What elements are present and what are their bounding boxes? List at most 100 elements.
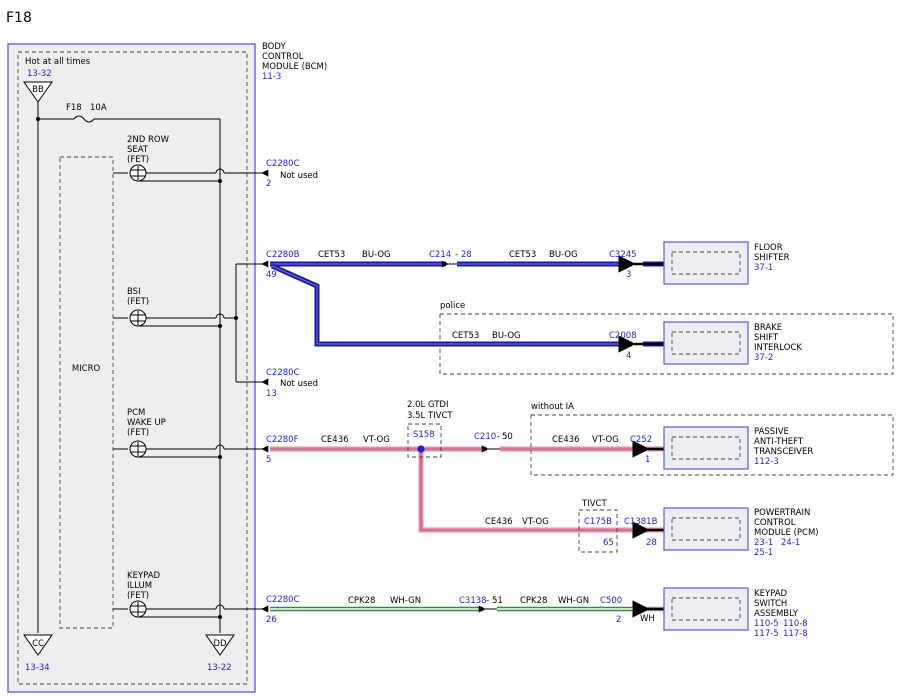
brake-shift-line1: BRAKE <box>754 323 782 333</box>
pcm-ref-3: 25-1 <box>754 548 773 558</box>
brake-shift-line2: SHIFT <box>754 333 779 343</box>
c2280c-b-note: Not used <box>280 379 318 389</box>
cet53-circuit-3: CET53 <box>452 331 479 341</box>
pats-line3: TRANSCEIVER <box>753 447 813 457</box>
bcm-name-line1: BODY <box>262 42 286 52</box>
fuse-name: F18 <box>66 103 82 113</box>
micro-label: MICRO <box>72 364 101 374</box>
ce436-color-2: VT-OG <box>592 435 619 445</box>
c252-pin: 1 <box>645 455 650 465</box>
fet-bsi-line2: (FET) <box>127 297 149 307</box>
c210-name: C210 <box>474 432 496 442</box>
c2008-name: C2008 <box>609 331 637 341</box>
bus-cc-ref: 13-34 <box>25 663 50 673</box>
fet-keypad-line2: ILLUM <box>127 581 152 591</box>
c2280c-a-pin: 2 <box>266 179 271 189</box>
fet-2nd-row-seat: 2ND ROW SEAT (FET) <box>113 135 269 183</box>
c2280c-b-pin: 13 <box>266 389 277 399</box>
circuit-ce436: 2.0L GTDI 3.5L TIVCT S158 CE436 VT-OG C2… <box>270 400 894 553</box>
keypad-line1: KEYPAD <box>754 589 788 599</box>
fet-pcm-line1: PCM <box>127 408 145 418</box>
keypad-ref-2: 110-8 <box>783 619 808 629</box>
module-keypad-switch: KEYPAD SWITCH ASSEMBLY 110-5 110-8 117-5… <box>663 587 808 639</box>
s158-name: S158 <box>413 430 435 440</box>
fet-keypad-line3: (FET) <box>127 591 149 601</box>
c2280c-c-pin: 26 <box>266 615 277 625</box>
cpk28-color-2: WH-GN <box>558 596 589 606</box>
hot-label: Hot at all times <box>25 57 91 67</box>
c214-pin: 28 <box>461 250 472 260</box>
c1381b-name: C1381B <box>624 517 658 527</box>
c3138-sep: - <box>486 596 489 606</box>
module-pats: PASSIVE ANTI-THEFT TRANSCEIVER 112-3 <box>663 426 813 470</box>
c214-sep: - <box>455 250 458 260</box>
brake-shift-ref: 37-2 <box>754 353 773 363</box>
c210-sep: - <box>497 432 500 442</box>
cet53-color-1: BU-OG <box>362 250 391 260</box>
ce436-circuit-3: CE436 <box>485 517 513 527</box>
keypad-line3: ASSEMBLY <box>754 609 799 619</box>
circuit-cet53-floor-shifter: CET53 BU-OG CET53 BU-OG C214 - 28 C3245 … <box>270 250 664 280</box>
pcm-line1: POWERTRAIN <box>754 508 810 518</box>
fet-pcm-wake-up: PCM WAKE UP (FET) <box>113 408 269 459</box>
cpk28-color-1: WH-GN <box>390 596 421 606</box>
floor-shifter-line2: SHIFTER <box>754 253 790 263</box>
bus-cc-label: CC <box>32 639 44 649</box>
c2008-pin: 4 <box>626 351 631 361</box>
keypad-ref-4: 117-8 <box>783 629 808 639</box>
s158-note-line1: 2.0L GTDI <box>407 400 448 410</box>
fet-2nd-row-line3: (FET) <box>127 155 149 165</box>
tivct-condition: TIVCT <box>581 499 607 509</box>
ce436-color-1: VT-OG <box>363 435 390 445</box>
keypad-line2: SWITCH <box>754 599 787 609</box>
module-floor-shifter: FLOOR SHIFTER 37-1 <box>663 241 790 285</box>
c500-name: C500 <box>600 596 622 606</box>
c175b-pin: 65 <box>603 538 614 548</box>
bus-bb-label: BB <box>32 85 44 95</box>
cpk28-circuit-1: CPK28 <box>348 596 375 606</box>
cet53-color-3: BU-OG <box>492 331 521 341</box>
c500-pin: 2 <box>616 615 621 625</box>
c2280c-c-name: C2280C <box>266 595 300 605</box>
c210-pin: 50 <box>502 432 513 442</box>
c3138-name: C3138 <box>459 596 487 606</box>
pcm-ref-2: 24-1 <box>781 538 800 548</box>
fet-pcm-line2: WAKE UP <box>127 418 166 428</box>
wh-color: WH <box>640 614 655 624</box>
circuit-cpk28: CPK28 WH-GN C3138 - 51 CPK28 WH-GN C500 … <box>270 596 664 625</box>
c2280b-pin: 49 <box>266 270 277 280</box>
fuse-rating: 10A <box>90 103 107 113</box>
ce436-circuit-1: CE436 <box>321 435 349 445</box>
keypad-ref-1: 110-5 <box>754 619 779 629</box>
c2280f-name: C2280F <box>266 435 299 445</box>
module-pcm: POWERTRAIN CONTROL MODULE (PCM) 23-1 24-… <box>663 507 819 558</box>
fet-2nd-row-line2: SEAT <box>127 145 149 155</box>
c2280f-pin: 5 <box>266 455 271 465</box>
c2280b-name: C2280B <box>266 250 300 260</box>
police-condition: police <box>440 301 465 311</box>
hot-ref: 13-32 <box>27 69 52 79</box>
c214-name: C214 <box>429 250 451 260</box>
cet53-circuit-2: CET53 <box>509 250 536 260</box>
pats-line2: ANTI-THEFT <box>754 437 804 447</box>
floor-shifter-ref: 37-1 <box>754 263 773 273</box>
fet-pcm-line3: (FET) <box>127 428 149 438</box>
s158-note-line2: 3.5L TIVCT <box>407 411 453 421</box>
pcm-line2: CONTROL <box>754 518 796 528</box>
c3245-pin: 3 <box>626 270 631 280</box>
diagram-title: F18 <box>6 10 32 26</box>
fet-bsi-line1: BSI <box>127 287 141 297</box>
cpk28-circuit-2: CPK28 <box>520 596 547 606</box>
module-brake-shift-interlock: BRAKE SHIFT INTERLOCK 37-2 <box>663 321 802 365</box>
keypad-ref-3: 117-5 <box>754 629 779 639</box>
bcm-module: BODY CONTROL MODULE (BCM) 11-3 Hot at al… <box>7 42 327 693</box>
bus-dd-label: DD <box>213 639 227 649</box>
bcm-ref: 11-3 <box>262 72 281 82</box>
fet-keypad-illum: KEYPAD ILLUM (FET) <box>113 571 269 619</box>
c1381b-pin: 28 <box>646 538 657 548</box>
ce436-circuit-2: CE436 <box>552 435 580 445</box>
fet-keypad-line1: KEYPAD <box>127 571 161 581</box>
fet-2nd-row-line1: 2ND ROW <box>127 135 170 145</box>
c2280c-b-name: C2280C <box>266 368 300 378</box>
